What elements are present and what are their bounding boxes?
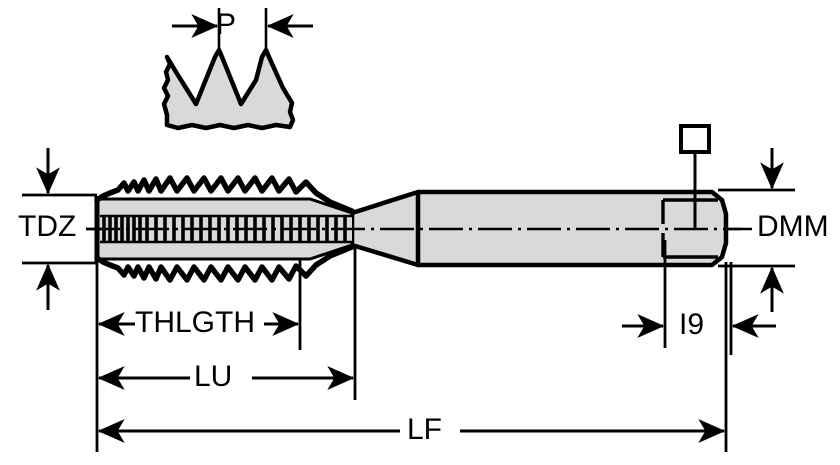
thread-crests-top xyxy=(94,175,355,214)
dimension-label-lf: LF xyxy=(407,413,443,446)
bottom-dimension-stack xyxy=(95,248,728,452)
dimension-label-tdz: TDZ xyxy=(18,210,77,243)
dimension-label-thlgth: THLGTH xyxy=(135,306,255,339)
square-drive-symbol-group xyxy=(679,124,711,228)
dimension-label-dmm: DMM xyxy=(757,210,829,243)
dimension-tdz xyxy=(22,148,104,310)
dimension-label-i9: I9 xyxy=(679,308,705,341)
thread-crests-bottom xyxy=(94,244,355,283)
dimension-label-lu: LU xyxy=(194,360,233,393)
square-icon xyxy=(679,124,711,154)
tap-body-view xyxy=(86,175,742,283)
dimension-i9 xyxy=(622,240,776,355)
thread-profile-detail xyxy=(161,8,313,131)
square-drive-section xyxy=(661,198,718,259)
dimension-label-pitch: P xyxy=(216,8,237,41)
thread-profile-shape xyxy=(161,47,296,131)
